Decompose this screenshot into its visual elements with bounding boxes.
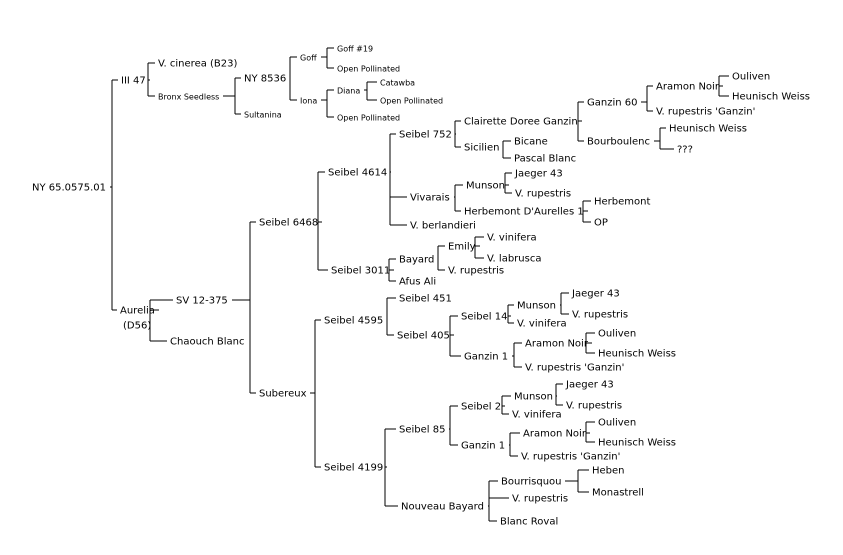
- node-aramon-noir: Aramon Noir: [523, 429, 587, 440]
- node-v-rupestris: V. rupestris: [448, 266, 504, 277]
- node-seibel-6468: Seibel 6468: [259, 218, 318, 229]
- node-subereux: Subereux: [259, 389, 307, 400]
- node-seibel-4614: Seibel 4614: [328, 168, 387, 179]
- node-clairette-doree-ganzin: Clairette Doree Ganzin: [464, 117, 578, 128]
- node-vivarais: Vivarais: [410, 193, 450, 204]
- node-v-rupestris-ganzin: V. rupestris 'Ganzin': [521, 452, 620, 463]
- node-v-rupestris-ganzin: V. rupestris 'Ganzin': [656, 107, 755, 118]
- node-diana: Diana: [337, 87, 360, 96]
- node-heunisch-weiss: Heunisch Weiss: [598, 349, 676, 360]
- node-munson: Munson: [466, 181, 505, 192]
- node-seibel-85: Seibel 85: [399, 425, 445, 436]
- node-herbemont-d-aurelles-1: Herbemont D'Aurelles 1: [464, 207, 584, 218]
- node-munson: Munson: [517, 301, 556, 312]
- node-iona: Iona: [300, 97, 317, 106]
- node-iii-47: III 47: [121, 76, 146, 87]
- node-v-vinifera: V. vinifera: [487, 233, 537, 244]
- node-v-vinifera: V. vinifera: [517, 319, 567, 330]
- node-sv-12-375: SV 12-375: [176, 296, 228, 307]
- node-v-rupestris-ganzin: V. rupestris 'Ganzin': [525, 363, 624, 374]
- node-v-cinerea-b23: V. cinerea (B23): [158, 59, 238, 70]
- node-herbemont: Herbemont: [594, 197, 650, 208]
- node-v-rupestris: V. rupestris: [572, 310, 628, 321]
- node-bourrisquou: Bourrisquou: [501, 477, 562, 488]
- node-v-vinifera: V. vinifera: [512, 410, 562, 421]
- node-goff: Goff: [300, 54, 317, 63]
- node-jaeger-43: Jaeger 43: [571, 289, 620, 300]
- node-op: OP: [594, 218, 608, 229]
- node-munson: Munson: [514, 392, 553, 403]
- node-sultanina: Sultanina: [244, 111, 282, 120]
- node-jaeger-43: Jaeger 43: [565, 380, 614, 391]
- node-v-rupestris: V. rupestris: [515, 189, 571, 200]
- node-v-rupestris: V. rupestris: [512, 494, 568, 505]
- node-catawba: Catawba: [380, 79, 415, 88]
- node-v-berlandieri: V. berlandieri: [410, 221, 476, 232]
- node-ouliven: Ouliven: [732, 72, 770, 83]
- node-seibel-4595: Seibel 4595: [324, 316, 383, 327]
- node-heunisch-weiss: Heunisch Weiss: [598, 438, 676, 449]
- node-heunisch-weiss: Heunisch Weiss: [669, 124, 747, 135]
- node-seibel-752: Seibel 752: [399, 130, 452, 141]
- node-aramon-noir: Aramon Noir: [656, 82, 720, 93]
- node-ganzin-1: Ganzin 1: [464, 352, 508, 363]
- node-ny-65-0575-01: NY 65.0575.01: [32, 183, 106, 194]
- node-ganzin-1: Ganzin 1: [461, 441, 505, 452]
- node-aramon-noir: Aramon Noir: [525, 339, 589, 350]
- node-ouliven: Ouliven: [598, 418, 636, 429]
- node-pascal-blanc: Pascal Blanc: [514, 154, 576, 165]
- node-goff-19: Goff #19: [337, 45, 373, 54]
- node-aurelia-d56: Aurelia(D56): [120, 306, 155, 332]
- node-open-pollinated: Open Pollinated: [380, 97, 443, 106]
- node-heben: Heben: [592, 466, 625, 477]
- node-nouveau-bayard: Nouveau Bayard: [401, 502, 484, 513]
- node-ganzin-60: Ganzin 60: [587, 98, 637, 109]
- node-seibel-14: Seibel 14: [461, 312, 507, 323]
- node-bicane: Bicane: [514, 137, 548, 148]
- node-monastrell: Monastrell: [592, 488, 644, 499]
- node-ouliven: Ouliven: [598, 329, 636, 340]
- node-v-labrusca: V. labrusca: [487, 254, 541, 265]
- node-chaouch-blanc: Chaouch Blanc: [170, 337, 245, 348]
- node-seibel-4199: Seibel 4199: [324, 463, 383, 474]
- node-sicilien: Sicilien: [464, 143, 499, 154]
- node-open-pollinated: Open Pollinated: [337, 65, 400, 74]
- node-v-rupestris: V. rupestris: [566, 401, 622, 412]
- node-emily: Emily: [448, 242, 476, 253]
- node-seibel-2: Seibel 2: [461, 402, 501, 413]
- node-bayard: Bayard: [399, 255, 434, 266]
- node-seibel-405: Seibel 405: [397, 331, 450, 342]
- node-seibel-451: Seibel 451: [399, 294, 452, 305]
- node-unknown: ???: [677, 145, 693, 156]
- node-blanc-roval: Blanc Roval: [500, 517, 558, 528]
- node-seibel-3011: Seibel 3011: [331, 266, 390, 277]
- node-open-pollinated: Open Pollinated: [337, 114, 400, 123]
- node-bronx-seedless: Bronx Seedless: [158, 93, 219, 102]
- node-heunisch-weiss: Heunisch Weiss: [732, 92, 810, 103]
- node-afus-ali: Afus Ali: [399, 277, 436, 288]
- node-ny-8536: NY 8536: [244, 74, 286, 85]
- node-bourboulenc: Bourboulenc: [587, 137, 650, 148]
- node-jaeger-43: Jaeger 43: [514, 169, 563, 180]
